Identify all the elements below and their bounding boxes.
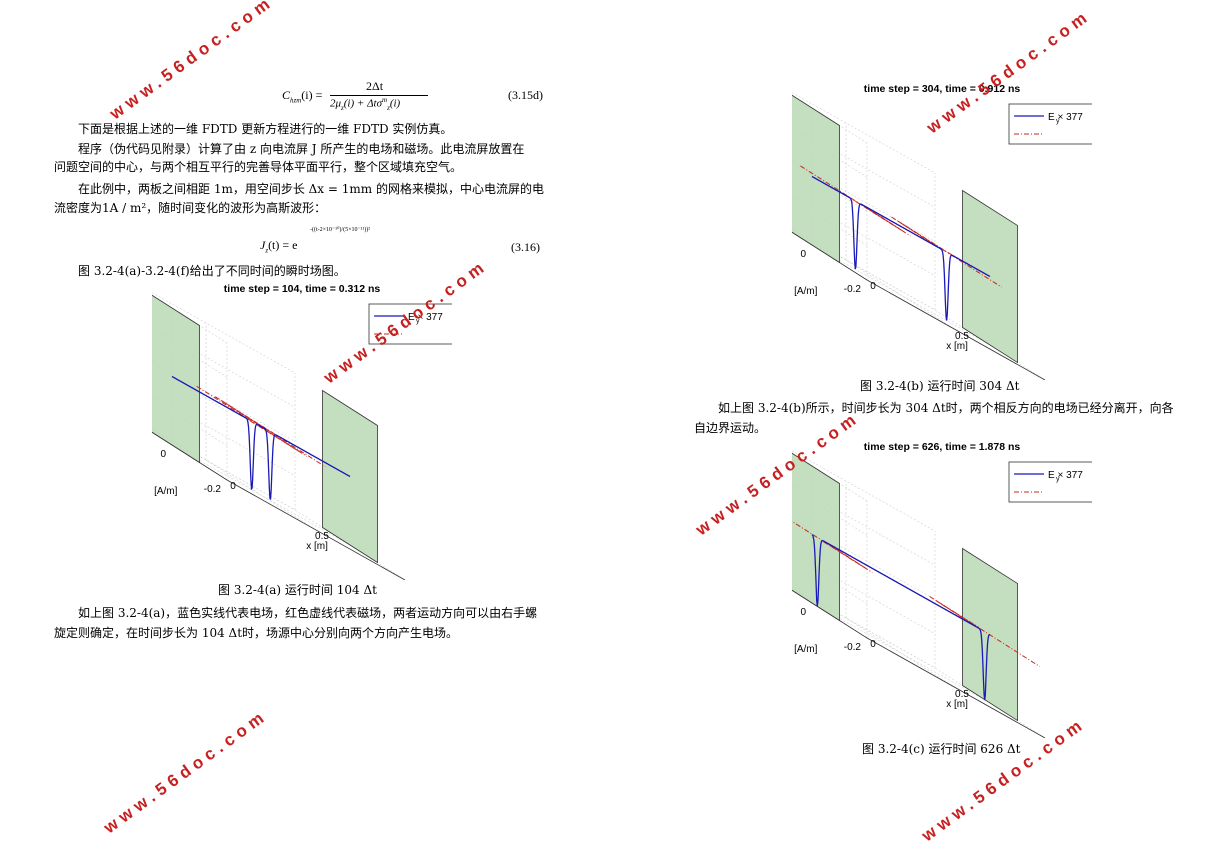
plot-title: time step = 104, time = 0.312 ns: [224, 283, 381, 295]
watermark: www.56doc.com: [106, 0, 278, 124]
paragraph-5-line-1: 如上图 3.2-4(a)，蓝色实线代表电场，红色虚线代表磁场，两者运动方向可以由…: [78, 606, 538, 620]
figure-a-3d-plot: time step = 104, time = 0.312 ns0.20.10-…: [79, 268, 454, 592]
legend-box: [1008, 461, 1094, 503]
y-axis-label: [A/m]: [794, 644, 818, 655]
h-field-line: [196, 385, 308, 457]
y-tick-label: 0: [160, 449, 166, 460]
paragraph-6-line-1: 如上图 3.2-4(b)所示，时间步长为 304 Δt时，两个相反方向的电场已经…: [718, 401, 1174, 415]
grid-line: [845, 259, 957, 331]
h-field-line: [214, 396, 326, 468]
paragraph-1: 下面是根据上述的一维 FDTD 更新方程进行的一维 FDTD 实例仿真。: [78, 122, 453, 136]
x-axis-label: x [m]: [306, 541, 328, 552]
x-tick-label: 0: [230, 481, 236, 492]
h-field-line: [929, 596, 1040, 667]
paragraph-3-line-2: 流密度为1A / m²，随时间变化的波形为高斯波形：: [54, 201, 327, 215]
equation-3-16: Jz(t) = e -((t-2×10⁻¹⁰)/(5×10⁻¹¹))²: [260, 227, 371, 255]
e-field-line: [171, 375, 351, 500]
equation-number-3-16: (3.16): [511, 240, 540, 254]
y-axis-label: [A/m]: [154, 486, 178, 497]
grid-line: [205, 459, 317, 531]
y-tick-label: 0: [800, 249, 806, 260]
plot-title: time step = 626, time = 1.878 ns: [864, 441, 1021, 453]
paragraph-2-line-2: 问题空间的中心，与两个相互平行的完善导体平面平行，整个区域填充空气。: [54, 160, 463, 174]
x-axis-line: [866, 279, 1046, 381]
e-field-line: [811, 175, 991, 321]
x-tick-label: 0.5: [315, 531, 329, 542]
y-tick-label: -0.2: [204, 484, 222, 495]
legend-e-label: E × 377y: [1048, 470, 1083, 483]
x-axis-line: [866, 637, 1046, 739]
plot-svg: time step = 104, time = 0.312 ns0.20.10-…: [79, 268, 454, 592]
paragraph-3-line-1: 在此例中，两板之间相距 1m，用空间步长 Δx = 1mm 的网格来模拟，中心电…: [78, 182, 544, 196]
h-field-line: [800, 165, 911, 237]
y-tick-label: -0.2: [844, 284, 862, 295]
x-tick-label: 0: [870, 639, 876, 650]
pec-plate-left: [784, 89, 840, 264]
pec-plate-left: [784, 447, 840, 622]
plot-title: time step = 304, time = 0.912 ns: [864, 83, 1021, 95]
legend: E × 377y: [1008, 461, 1094, 503]
x-tick-label: 0: [870, 281, 876, 292]
pec-plate-left: [144, 289, 200, 464]
legend-e-subscript: y: [416, 318, 420, 325]
figure-caption-a: 图 3.2-4(a) 运行时间 104 Δt: [218, 583, 377, 597]
grid-line: [845, 617, 957, 689]
figure-caption-b: 图 3.2-4(b) 运行时间 304 Δt: [860, 379, 1020, 393]
x-axis-line: [226, 479, 406, 581]
paragraph-5-line-2: 旋定则确定，在时间步长为 104 Δt时，场源中心分别向两个方向产生电场。: [54, 626, 459, 640]
legend-e-label: E × 377y: [1048, 112, 1083, 125]
legend-e-label: E × 377y: [408, 312, 443, 325]
x-axis-label: x [m]: [946, 341, 968, 352]
h-field-line: [891, 216, 1002, 288]
legend-e-subscript: y: [1056, 118, 1060, 125]
legend-e-subscript: y: [1056, 476, 1060, 483]
figure-caption-c: 图 3.2-4(c) 运行时间 626 Δt: [862, 742, 1021, 756]
legend: E × 377y: [1008, 103, 1094, 145]
y-tick-label: 0: [800, 607, 806, 618]
y-axis-label: [A/m]: [794, 286, 818, 297]
paragraph-6-line-2: 自边界运动。: [694, 421, 767, 435]
y-tick-label: -0.2: [844, 642, 862, 653]
figure-c-3d-plot: time step = 626, time = 1.878 ns0.20.10-…: [719, 426, 1094, 750]
equation-3-15d: Chzm(i) = 2Δt 2μz(i) + Δtσmz(i): [282, 79, 442, 116]
plot-svg: time step = 626, time = 1.878 ns0.20.10-…: [719, 426, 1094, 750]
x-tick-label: 0.5: [955, 331, 969, 342]
paragraph-2-line-1: 程序（伪代码见附录）计算了由 z 向电流屏 J 所产生的电场和磁场。此电流屏放置…: [78, 142, 525, 156]
x-tick-label: 0.5: [955, 689, 969, 700]
paragraph-4: 图 3.2-4(a)-3.2-4(f)给出了不同时间的瞬时场图。: [78, 264, 346, 278]
legend-box: [1008, 103, 1094, 145]
x-axis-label: x [m]: [946, 699, 968, 710]
e-field-line: [811, 534, 991, 701]
watermark: www.56doc.com: [100, 705, 272, 838]
equation-number-3-15d: (3.15d): [508, 88, 543, 102]
